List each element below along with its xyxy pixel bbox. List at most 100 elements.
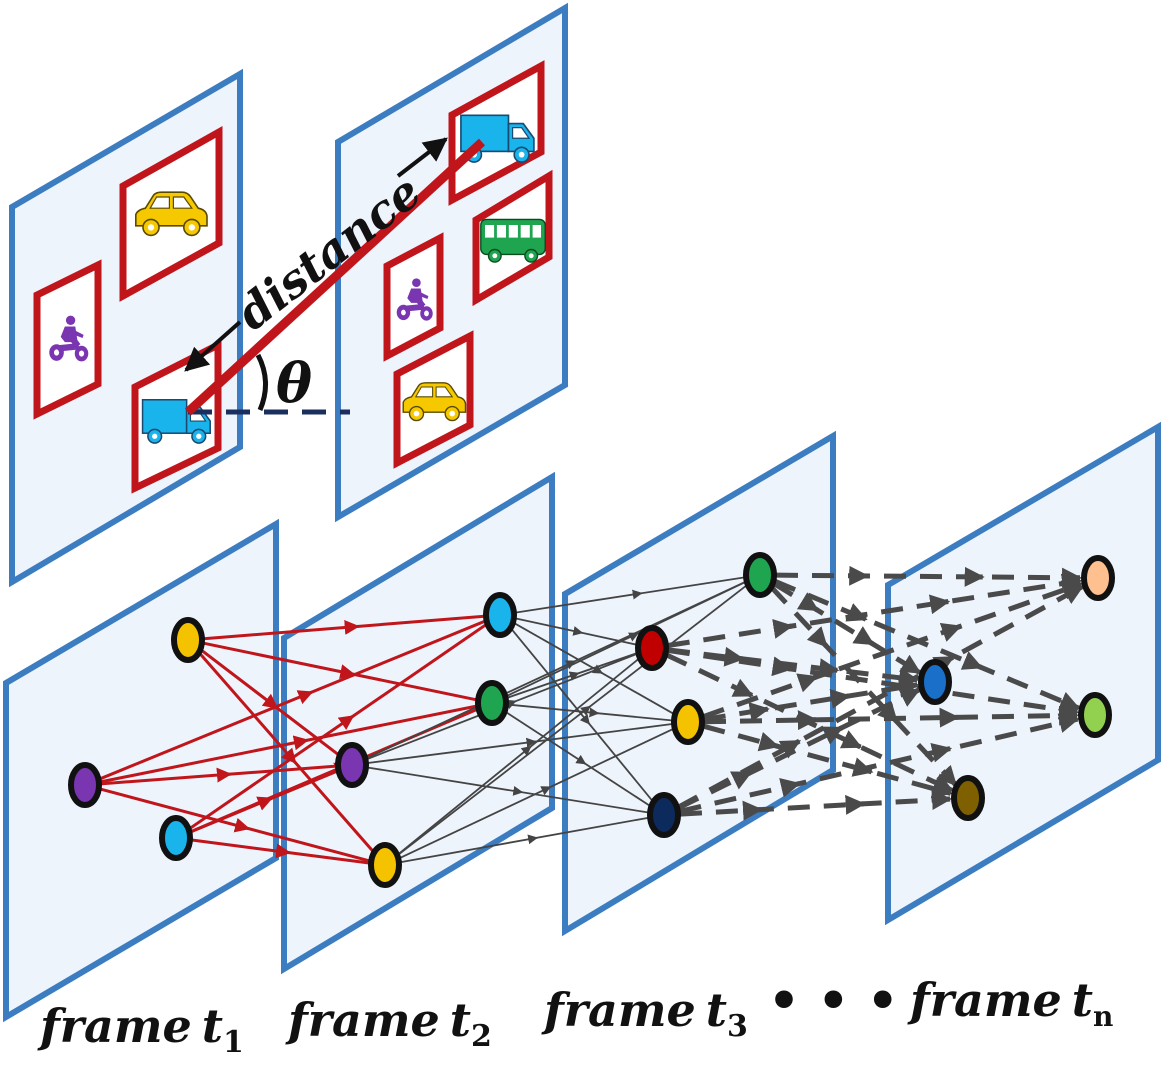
dashed-arrowhead: [778, 738, 802, 759]
distance-arrow-left: [184, 320, 242, 372]
subscript: 3: [727, 1009, 748, 1044]
dashed-arrowhead: [1061, 584, 1084, 605]
dashed-arrowhead: [757, 731, 780, 752]
node-tn_brown: [951, 775, 985, 821]
dashed-arrowhead: [723, 646, 745, 667]
dashed-arrowhead: [821, 725, 844, 745]
lower-frame-t3: [562, 430, 836, 937]
edge-t1_purple-t2_blue: [97, 618, 488, 782]
dashed-arrowhead: [898, 687, 921, 707]
edge-t1_purple-t2_green: [98, 704, 479, 784]
dashed-arrowhead: [731, 678, 754, 698]
node-t1_purple: [68, 762, 102, 808]
edge-t3_navy-tn_blue: [677, 687, 921, 811]
edge-t1_yellow-t2_blue: [201, 614, 487, 641]
node-tn_peach: [1081, 555, 1115, 601]
node-tn_blue: [918, 659, 952, 705]
edge-t1_blue-t2_purple: [188, 768, 340, 835]
distance-line: [184, 138, 486, 416]
frame-word: frame: [285, 993, 440, 1047]
frame-word: frame: [907, 973, 1062, 1027]
lower-frame-t1: [3, 518, 279, 1023]
node-t3_red: [635, 625, 669, 671]
subscript: 2: [471, 1019, 492, 1054]
nodes-layer: [68, 552, 1115, 888]
dashed-arrowhead: [748, 702, 770, 722]
edge-t1_purple-t2_purple: [98, 764, 339, 786]
angle-arc: [255, 353, 268, 411]
edge-t2_purple-t3_navy: [365, 766, 651, 814]
node-tn_lime: [1078, 692, 1112, 738]
edge-t1_blue-t2_yellow: [189, 838, 372, 865]
edge-t3_green-tn_peach: [775, 565, 1083, 588]
dashed-arrowhead: [930, 742, 953, 763]
edges-layer: [97, 565, 1084, 865]
dashed-arrowhead: [729, 770, 753, 790]
edge-t2_green-t3_red: [504, 651, 640, 700]
dashed-arrowhead: [771, 656, 793, 677]
dashed-arrowhead: [772, 619, 794, 639]
distance-arrow-right: [396, 137, 448, 178]
node-t1_blue: [159, 815, 193, 861]
edge-t3_yellow-tn_blue: [703, 677, 920, 722]
node-t2_blue: [483, 592, 517, 638]
edge-t2_blue-t3_green: [513, 576, 747, 614]
dashed-arrowhead: [1057, 699, 1080, 720]
dashed-arrowhead: [1060, 580, 1083, 600]
edge-t3_navy-tn_peach: [676, 584, 1084, 810]
edge-t1_purple-t2_yellow: [98, 787, 372, 863]
dashed-arrowhead: [928, 594, 951, 615]
dashed-arrowhead: [939, 622, 962, 642]
subscript: 1: [223, 1025, 244, 1060]
ellipsis: • • •: [768, 972, 899, 1030]
dashed-arrowhead: [960, 651, 984, 670]
node-t2_green: [475, 680, 509, 726]
dashed-arrowhead: [1060, 573, 1083, 594]
dashed-arrowhead: [899, 654, 922, 675]
dashed-arrowhead: [930, 778, 953, 799]
node-t1_yellow: [171, 617, 205, 663]
frame-word: frame: [37, 999, 192, 1053]
edge-t3_yellow-tn_peach: [702, 580, 1083, 720]
edge-t2_green-t3_navy: [503, 709, 653, 809]
t-letter: t: [450, 993, 471, 1047]
edge-t2_purple-t3_yellow: [365, 722, 675, 765]
dashed-arrowhead: [796, 592, 820, 613]
dashed-arrowhead: [829, 688, 851, 709]
edge-t2_yellow-t3_green: [395, 582, 750, 858]
subscript: n: [1093, 1000, 1113, 1033]
edge-t3_navy-tn_lime: [679, 713, 1080, 814]
dashed-arrowhead: [1057, 691, 1081, 711]
node-t3_navy: [647, 792, 681, 838]
dashed-arrowhead: [818, 658, 840, 679]
panel-border: [562, 430, 836, 937]
dashed-arrowhead: [932, 655, 955, 675]
box-motorbike: [33, 259, 102, 420]
t-letter: t: [1072, 973, 1093, 1027]
edge-t2_yellow-t3_red: [395, 656, 642, 857]
edge-t2_yellow-t3_yellow: [397, 727, 676, 860]
dashed-arrowhead: [1057, 713, 1080, 733]
theta-label: θ: [276, 351, 312, 415]
edge-t2_purple-t3_green: [364, 580, 748, 760]
dashed-arrowhead: [897, 677, 920, 698]
box-motorbike: [383, 232, 444, 362]
dashed-arrowhead: [852, 626, 875, 647]
panel-border: [3, 518, 279, 1023]
edge-t1_blue-t2_blue: [186, 621, 490, 832]
dashed-arrowhead: [839, 730, 863, 750]
upper-frame-2: [335, 2, 568, 523]
dashed-arrowhead: [806, 626, 829, 648]
box-bus: [472, 169, 553, 307]
frame-word: frame: [541, 983, 696, 1037]
box-car: [119, 126, 223, 302]
panel-border: [281, 471, 555, 975]
edge-t2_yellow-t3_navy: [398, 816, 651, 864]
edge-t3_navy-tn_brown: [679, 790, 953, 821]
